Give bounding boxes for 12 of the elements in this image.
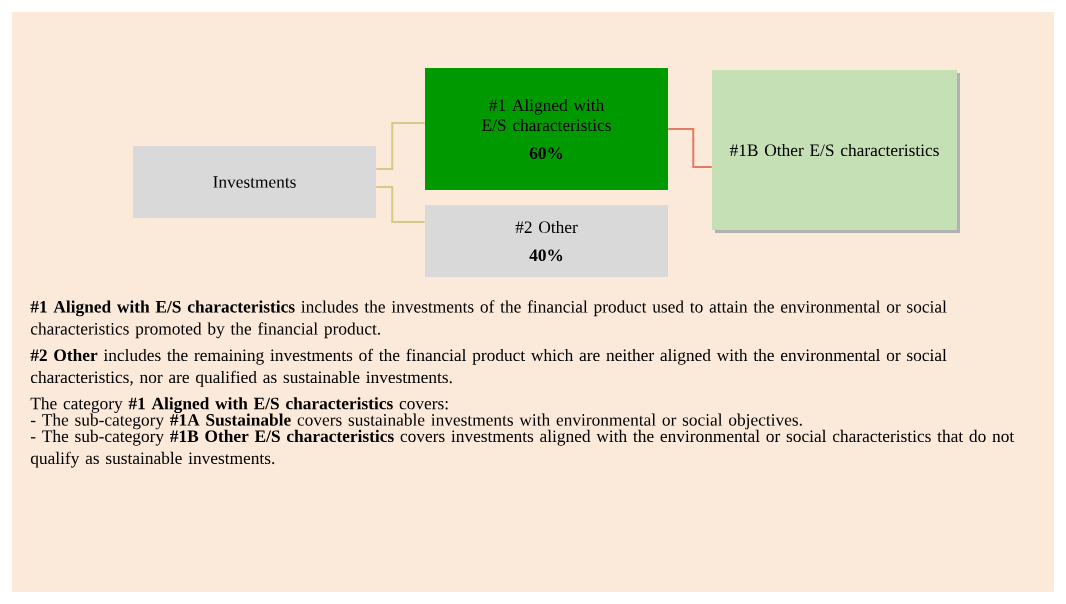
paragraph: #1 Aligned with E/S characteristics includes the investments of the financial product used to attain the environmental or social characteristics promoted by the financial product. bbox=[30, 300, 947, 339]
category-box: #2 Other 40% bbox=[425, 205, 668, 277]
connector bbox=[667, 128, 713, 168]
paragraph: - The sub-category #1A Sustainable covers sustainable investments with environmental or social objectives. bbox=[30, 413, 802, 430]
category-box: #1 Aligned with E/S characteristics 60% bbox=[425, 68, 668, 190]
paragraph: - The sub-category #1B Other E/S characteristics covers investments aligned with the environmental or social characteristics that do not qualify as sustainable investments. bbox=[30, 429, 1015, 468]
paragraph: #2 Other includes the remaining investments of the financial product which are neither aligned with the environmental or social characteristics, nor are qualified as sustainable investments. bbox=[30, 348, 947, 387]
connector bbox=[375, 122, 426, 170]
subcategory-box: #1B Other E/S characteristics bbox=[712, 70, 960, 233]
process-box: Investments bbox=[133, 146, 376, 218]
connector bbox=[375, 186, 426, 223]
paragraph: The category #1 Aligned with E/S characteristics covers: bbox=[30, 397, 448, 414]
